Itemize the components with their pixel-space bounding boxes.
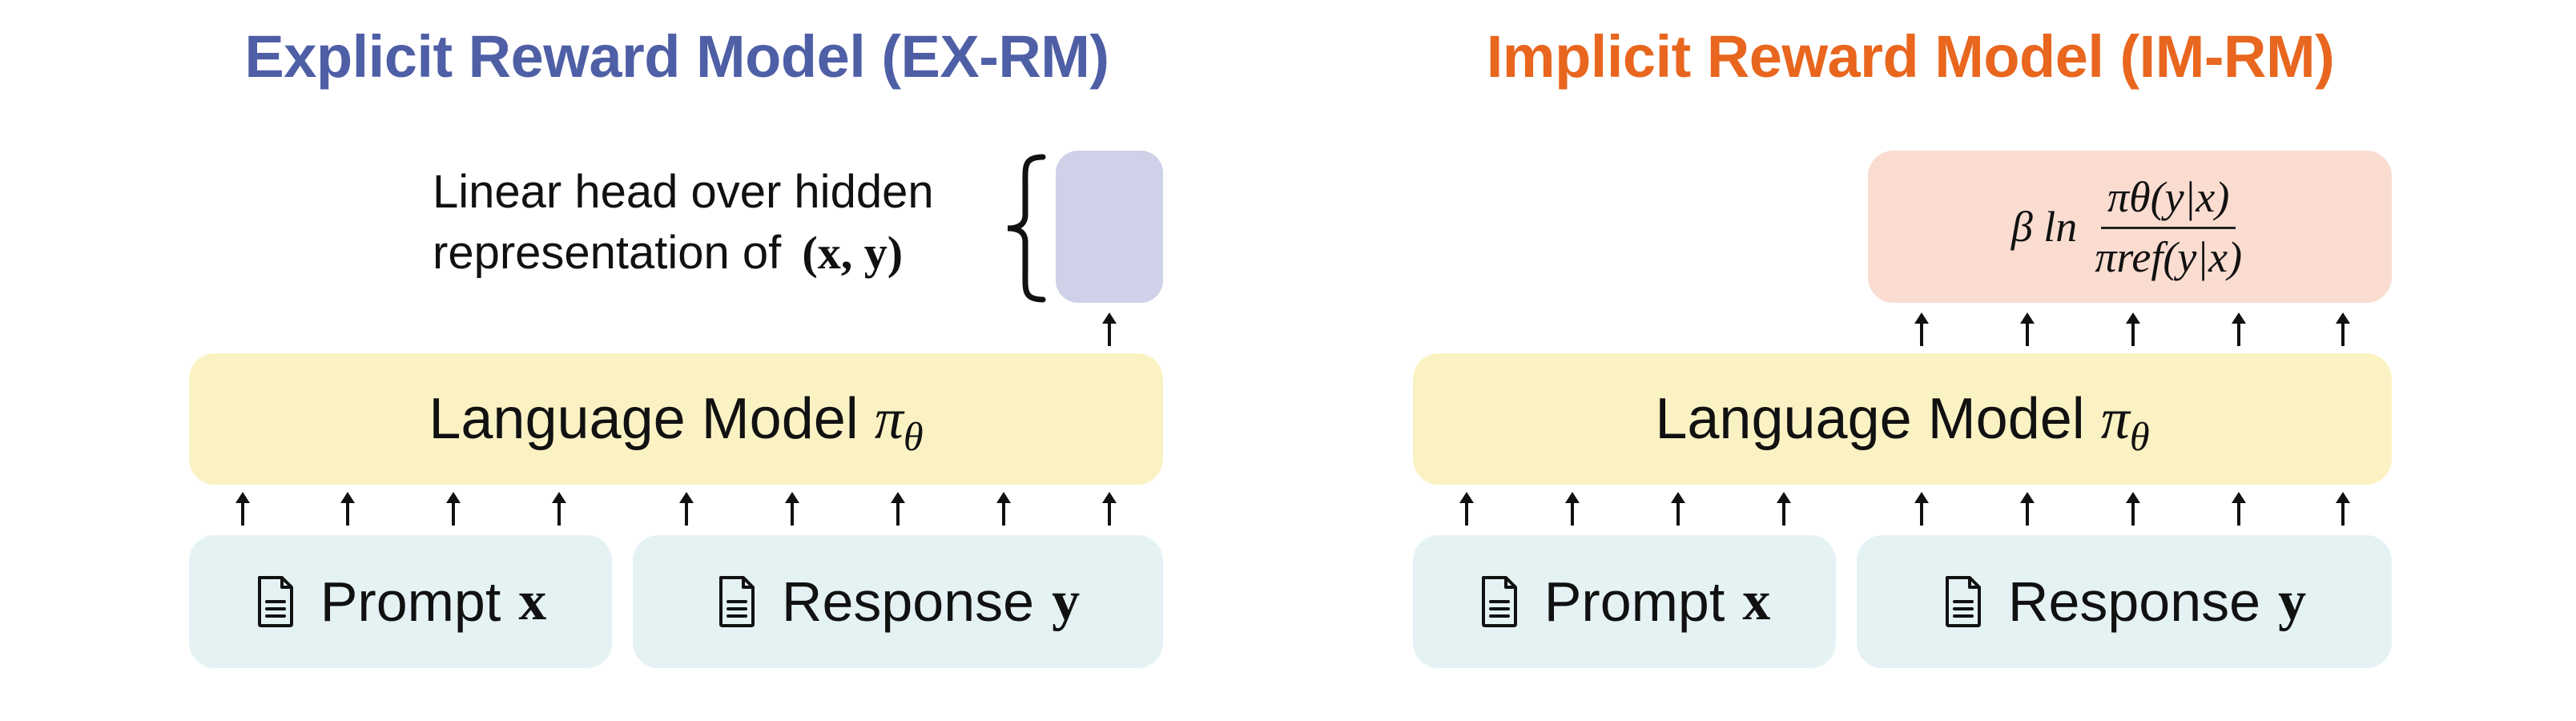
explicit-response-symbol: y bbox=[1052, 570, 1081, 632]
arrow-up-icon bbox=[446, 492, 461, 526]
reward-formula-denominator: πref(y|x) bbox=[2095, 232, 2243, 281]
implicit-lm-symbol: πθ bbox=[2100, 386, 2150, 459]
arrow-up-icon bbox=[1565, 492, 1580, 526]
explicit-response-label: Response bbox=[781, 570, 1035, 633]
implicit-lm-theta: θ bbox=[2129, 413, 2150, 459]
linear-head-box bbox=[1056, 151, 1163, 303]
implicit-lm-label: Language Model bbox=[1655, 387, 2085, 451]
implicit-prompt-box: Prompt x bbox=[1413, 535, 1836, 668]
linear-head-label-line1: Linear head over hidden bbox=[433, 166, 934, 218]
arrow-up-icon bbox=[1914, 492, 1929, 526]
arrow-up-icon bbox=[1914, 312, 1929, 346]
implicit-reward-box: β ln πθ(y|x) πref(y|x) bbox=[1868, 151, 2392, 303]
linear-head-label-line2-text: representation of bbox=[433, 227, 782, 279]
arrow-up-icon bbox=[2336, 312, 2350, 346]
document-icon bbox=[257, 576, 293, 627]
document-icon bbox=[1481, 576, 1517, 627]
arrow-up-icon bbox=[552, 492, 566, 526]
arrow-up-icon bbox=[679, 492, 694, 526]
implicit-prompt-symbol: x bbox=[1742, 570, 1771, 632]
explicit-prompt-box: Prompt x bbox=[189, 535, 612, 668]
arrow-up-icon bbox=[891, 492, 905, 526]
implicit-prompt-label: Prompt bbox=[1544, 570, 1725, 633]
arrow-up-icon bbox=[2232, 312, 2246, 346]
document-icon bbox=[718, 576, 755, 627]
implicit-title: Implicit Reward Model (IM-RM) bbox=[1486, 23, 2335, 90]
explicit-lm-symbol: πθ bbox=[874, 386, 924, 459]
arrow-up-icon bbox=[235, 492, 250, 526]
curly-brace-icon bbox=[1007, 154, 1046, 303]
reward-formula-prefix: β ln bbox=[2010, 203, 2078, 251]
implicit-reward-formula: β ln πθ(y|x) πref(y|x) bbox=[2011, 172, 2248, 282]
arrow-up-icon bbox=[2126, 312, 2140, 346]
arrow-up-icon bbox=[2126, 492, 2140, 526]
explicit-prompt-symbol: x bbox=[518, 570, 547, 632]
document-icon bbox=[1945, 576, 1981, 627]
arrow-up-icon bbox=[1102, 312, 1117, 346]
explicit-title: Explicit Reward Model (EX-RM) bbox=[244, 23, 1109, 90]
arrow-up-icon bbox=[1671, 492, 1685, 526]
implicit-language-model-box: Language Model πθ bbox=[1413, 353, 2392, 485]
arrow-up-icon bbox=[1777, 492, 1791, 526]
arrow-up-icon bbox=[2020, 312, 2035, 346]
arrow-up-icon bbox=[1102, 492, 1117, 526]
linear-head-label-math: (x, y) bbox=[802, 227, 904, 279]
implicit-response-label: Response bbox=[2007, 570, 2261, 633]
arrow-up-icon bbox=[996, 492, 1011, 526]
implicit-lm-pi: π bbox=[2100, 386, 2130, 451]
arrow-up-icon bbox=[2336, 492, 2350, 526]
explicit-lm-pi: π bbox=[874, 386, 904, 451]
linear-head-label: Linear head over hidden representation o… bbox=[433, 162, 934, 284]
explicit-lm-theta: θ bbox=[903, 413, 924, 459]
arrow-up-icon bbox=[2232, 492, 2246, 526]
linear-head-label-line2: representation of (x, y) bbox=[433, 223, 934, 284]
reward-formula-fraction: πθ(y|x) πref(y|x) bbox=[2088, 172, 2248, 282]
reward-formula-numerator: πθ(y|x) bbox=[2101, 172, 2236, 229]
arrow-up-icon bbox=[785, 492, 799, 526]
arrow-up-icon bbox=[340, 492, 355, 526]
arrow-up-icon bbox=[2020, 492, 2035, 526]
explicit-prompt-label: Prompt bbox=[320, 570, 501, 633]
explicit-language-model-box: Language Model πθ bbox=[189, 353, 1163, 485]
implicit-response-symbol: y bbox=[2278, 570, 2307, 632]
implicit-response-box: Response y bbox=[1857, 535, 2392, 668]
explicit-lm-label: Language Model bbox=[429, 387, 859, 451]
arrow-up-icon bbox=[1459, 492, 1474, 526]
explicit-response-box: Response y bbox=[633, 535, 1163, 668]
